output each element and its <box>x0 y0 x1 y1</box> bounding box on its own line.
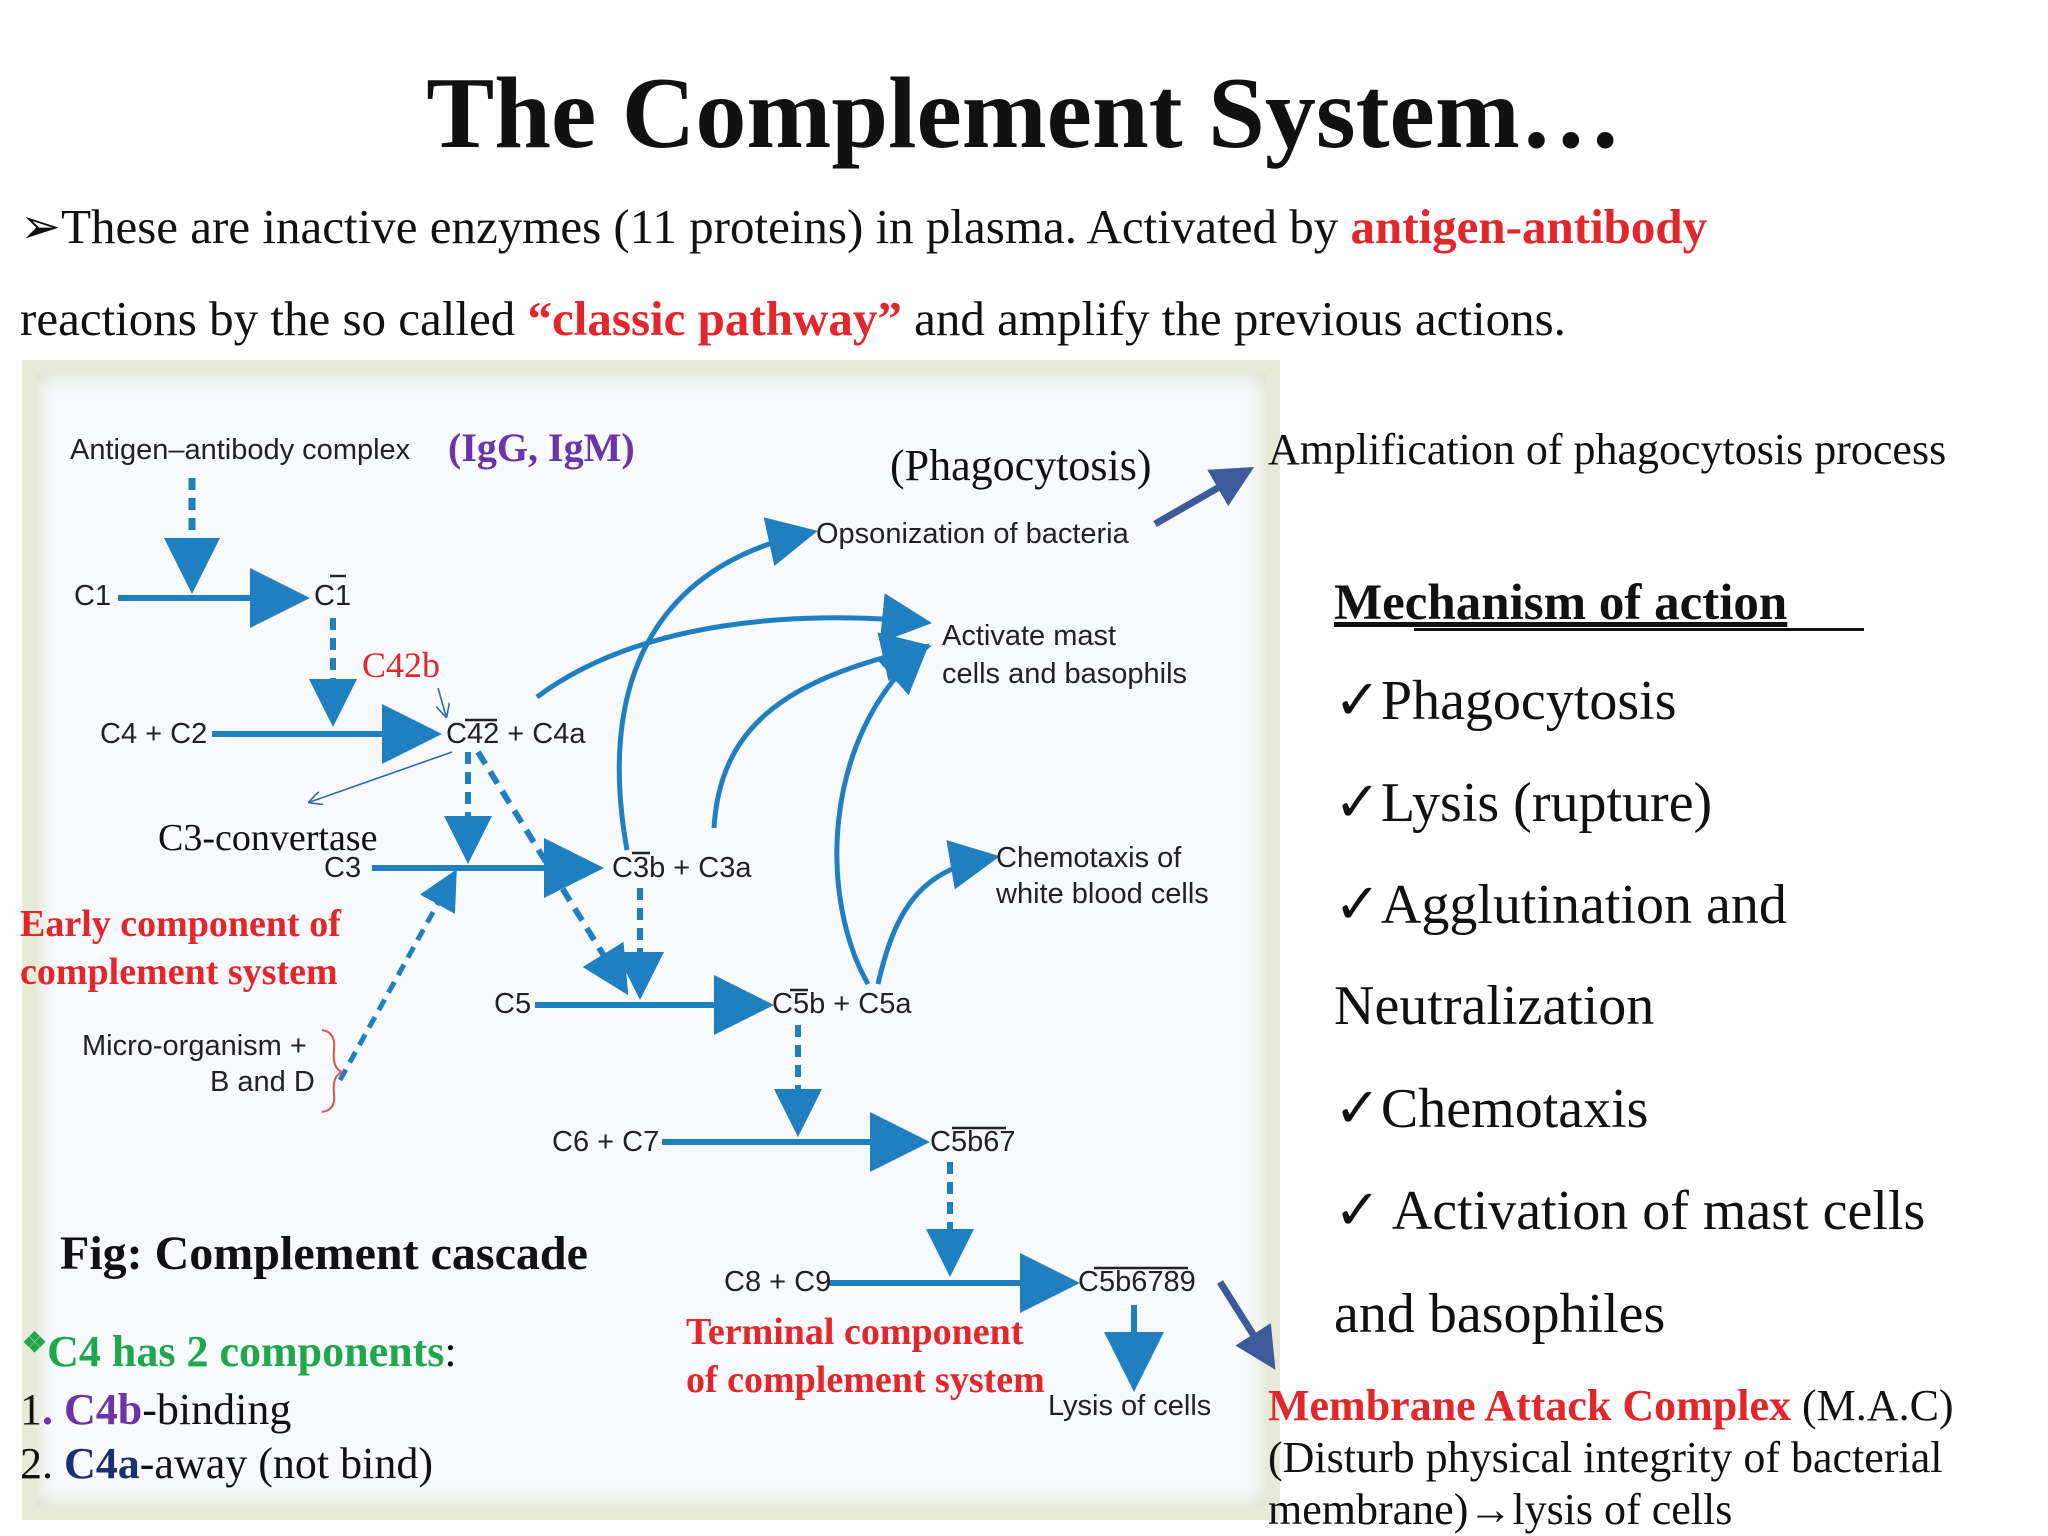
c4-item-2-key: C4a <box>64 1439 140 1488</box>
activate-mast-label-1: Activate mast <box>942 620 1117 652</box>
arrow-mac <box>1217 1280 1276 1370</box>
c3-label: C3 <box>324 852 362 884</box>
mechanism-item-phagocytosis: ✓Phagocytosis <box>1334 668 1676 733</box>
intro-highlight-antigen: antigen-antibody <box>1350 199 1708 254</box>
phagocytosis-label: (Phagocytosis) <box>890 441 1152 490</box>
mac-title: Membrane Attack Complex <box>1268 1381 1792 1430</box>
arrow-opsonization <box>616 517 818 851</box>
chemotaxis-label-1: Chemotaxis of <box>996 842 1182 874</box>
igg-igm-label: (IgG, IgM) <box>448 425 635 470</box>
arrow-c42-mast <box>535 593 932 700</box>
c4-item-2-rest: -away (not bind) <box>139 1439 434 1488</box>
mechanism-item-text: Agglutination and <box>1380 874 1787 936</box>
mac-line-1: Membrane Attack Complex (M.A.C) <box>1268 1380 1954 1431</box>
mechanism-item-basophiles: and basophiles <box>1334 1283 1666 1345</box>
diamond-bullet-icon: ❖ <box>22 1328 48 1359</box>
c4-item-1-rest: -binding <box>142 1385 292 1434</box>
mechanism-item-text: Chemotaxis <box>1380 1078 1649 1140</box>
c4-heading-text: C4 has 2 components <box>47 1327 445 1376</box>
arrow-c5a-mast <box>834 643 930 986</box>
b-and-d-label: B and D <box>210 1066 315 1098</box>
arrow-c3a-mast <box>711 632 932 829</box>
c4-item-1-num: 1 <box>20 1385 42 1434</box>
mechanism-item-text: Activation of mast cells <box>1380 1180 1926 1242</box>
micro-organism-brace <box>321 1029 345 1113</box>
intro-text-3: and amplify the previous actions. <box>901 291 1566 346</box>
antigen-antibody-complex-label: Antigen–antibody complex <box>70 434 411 466</box>
mac-line-2: (Disturb physical integrity of bacterial <box>1268 1433 1943 1482</box>
intro-text-1: These are inactive enzymes (11 proteins)… <box>61 199 1351 254</box>
c42-c4a-label: C42 + C4a <box>446 718 586 750</box>
c4-item-1: 1. C4b-binding <box>20 1384 291 1435</box>
terminal-component-label: Terminal component of complement system <box>686 1311 1045 1401</box>
c5b6789-label: C5b6789 <box>1078 1266 1196 1298</box>
c3b-c3a-label: C3b + C3a <box>612 852 752 884</box>
check-icon: ✓ <box>1334 772 1381 834</box>
arrow-amplification <box>1153 467 1255 528</box>
opsonization-label: Opsonization of bacteria <box>816 518 1129 550</box>
arrow-c5a-chemotaxis <box>875 840 1000 985</box>
chemotaxis-label-2: white blood cells <box>996 878 1209 910</box>
c4-item-2: 2. C4a-away (not bind) <box>20 1438 433 1489</box>
mechanism-item-lysis: ✓Lysis (rupture) <box>1334 770 1712 835</box>
intro-highlight-classic: “classic pathway” <box>527 291 902 346</box>
c6-c7-label: C6 + C7 <box>552 1126 660 1158</box>
mechanism-title: Mechanism of action <box>1334 575 1788 631</box>
c4-heading-colon: : <box>444 1327 457 1376</box>
c1-label: C1 <box>74 580 112 612</box>
c4-item-1-dot: . <box>42 1385 53 1434</box>
c4-note-heading: ❖C4 has 2 components: <box>22 1326 457 1377</box>
mac-abbrev: (M.A.C) <box>1791 1381 1954 1430</box>
mechanism-underline-extension <box>1414 628 1864 631</box>
intro-text-2: reactions by the so called <box>20 291 528 346</box>
early-component-label: Early component of complement system <box>20 903 341 993</box>
c1-active-label: C1 <box>314 580 352 612</box>
activate-mast-label-2: cells and basophils <box>942 658 1188 690</box>
check-icon: ✓ <box>1334 1078 1381 1140</box>
check-icon: ✓ <box>1334 1180 1381 1242</box>
c8-c9-label: C8 + C9 <box>724 1266 832 1298</box>
figure-caption: Fig: Complement cascade <box>60 1227 588 1280</box>
mechanism-item-text: Lysis (rupture) <box>1380 772 1713 834</box>
c4-c2-label: C4 + C2 <box>100 718 208 750</box>
page-title: The Complement System… <box>426 57 1622 170</box>
c4-item-1-key: C4b <box>53 1385 143 1434</box>
c5b-c5a-label: C5b + C5a <box>772 988 912 1020</box>
mechanism-item-activation: ✓ Activation of mast cells <box>1334 1178 1925 1243</box>
mechanism-item-neutralization: Neutralization <box>1334 975 1655 1037</box>
arrow-convertase-pointer <box>310 751 453 802</box>
c5b67-label: C5b67 <box>930 1126 1016 1158</box>
lysis-of-cells-label: Lysis of cells <box>1048 1390 1212 1422</box>
check-icon: ✓ <box>1334 670 1381 732</box>
intro-line-1: ➢These are inactive enzymes (11 proteins… <box>20 198 1707 255</box>
mac-line-3: membrane)→lysis of cells <box>1268 1485 1733 1534</box>
arrow-c42b-pointer <box>438 687 446 716</box>
c5-label: C5 <box>494 988 532 1020</box>
c42b-label: C42b <box>362 645 441 685</box>
intro-line-2: reactions by the so called “classic path… <box>20 290 1566 347</box>
diagram-panel <box>22 360 1280 1520</box>
amplification-text: Amplification of phagocytosis process <box>1268 425 1947 474</box>
c4-item-2-num: 2. <box>20 1439 64 1488</box>
arrow-bullet-icon: ➢ <box>20 199 62 254</box>
mechanism-item-agglutination: ✓Agglutination and <box>1334 872 1787 937</box>
check-icon: ✓ <box>1334 874 1381 936</box>
micro-organism-label: Micro-organism + <box>82 1030 307 1062</box>
mechanism-item-chemotaxis: ✓Chemotaxis <box>1334 1076 1648 1141</box>
mechanism-item-text: Phagocytosis <box>1380 670 1677 732</box>
c3-convertase-label: C3-convertase <box>158 817 378 859</box>
